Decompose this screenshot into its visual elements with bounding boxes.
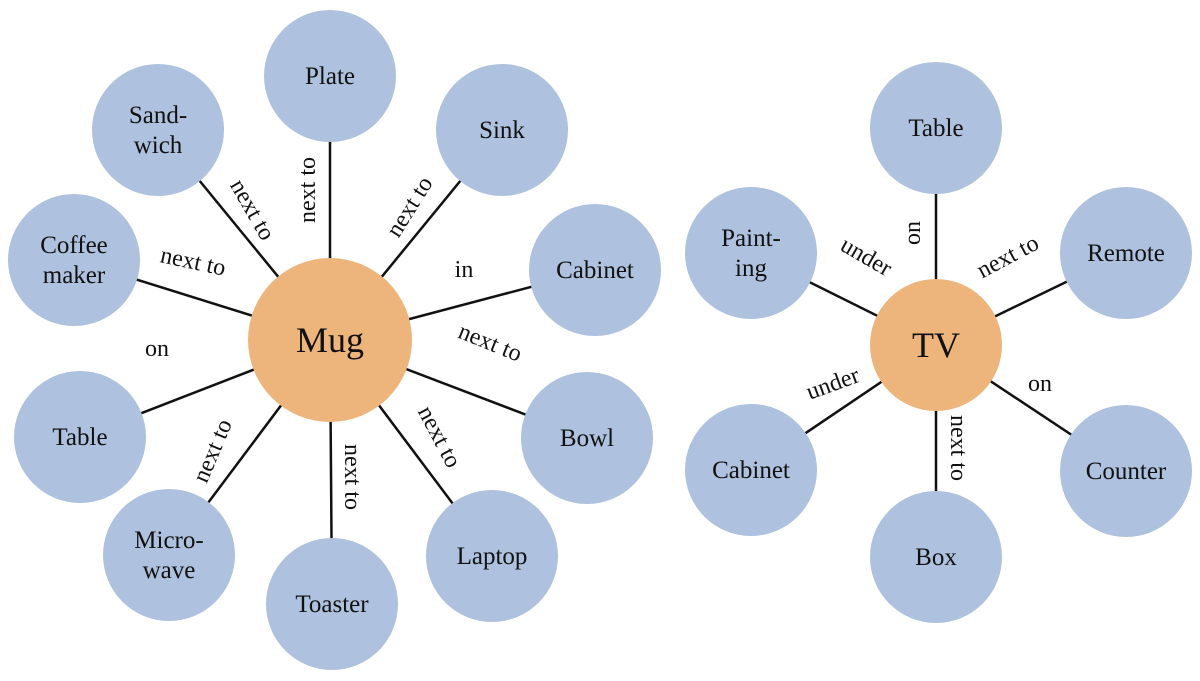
center-node-circle	[248, 258, 412, 422]
node-label: Remote	[1087, 240, 1165, 267]
center-node-label: TV	[912, 325, 960, 365]
node-circle	[103, 489, 235, 621]
node-mug-table: Table	[14, 371, 146, 503]
nodes-layer: PlateSinkCabinetBowlLaptopToasterMicro-w…	[8, 10, 1192, 670]
node-circle	[426, 490, 558, 622]
center-node-label: Mug	[296, 320, 364, 360]
edge-label-mug-cabinet: in	[455, 257, 474, 283]
node-circle	[264, 10, 396, 142]
node-circle	[14, 371, 146, 503]
node-mug-sink: Sink	[436, 64, 568, 196]
node-circle	[1060, 187, 1192, 319]
node-label: Table	[52, 424, 107, 451]
edge-label-mug-plate: next to	[295, 157, 321, 223]
node-label: Paint-ing	[721, 225, 781, 282]
node-label: Box	[915, 544, 957, 571]
node-label: Bowl	[560, 425, 614, 452]
node-circle	[685, 187, 817, 319]
node-label: Table	[908, 115, 963, 142]
node-mug-toaster: Toaster	[266, 538, 398, 670]
center-node-mug: Mug	[248, 258, 412, 422]
node-mug-bowl: Bowl	[521, 372, 653, 504]
node-circle	[92, 64, 224, 196]
node-circle	[521, 372, 653, 504]
node-circle	[8, 194, 140, 326]
node-label: Counter	[1086, 458, 1167, 485]
node-circle	[685, 404, 817, 536]
node-label: Sand-wich	[129, 102, 187, 159]
node-tv-box: Box	[870, 491, 1002, 623]
node-circle	[266, 538, 398, 670]
center-node-circle	[870, 279, 1002, 411]
node-label: Cabinet	[556, 257, 634, 284]
center-node-tv: TV	[870, 279, 1002, 411]
edge-label-tv-box: next to	[945, 415, 971, 481]
node-tv-counter: Counter	[1060, 405, 1192, 537]
node-circle	[870, 62, 1002, 194]
node-tv-paint-ing: Paint-ing	[685, 187, 817, 319]
node-circle	[870, 491, 1002, 623]
node-mug-plate: Plate	[264, 10, 396, 142]
node-tv-cabinet: Cabinet	[685, 404, 817, 536]
node-label: Sink	[479, 117, 525, 144]
edge-label-mug-table: on	[145, 336, 169, 362]
node-circle	[436, 64, 568, 196]
node-mug-sand-wich: Sand-wich	[92, 64, 224, 196]
node-label: Cabinet	[712, 457, 790, 484]
node-label: Laptop	[457, 543, 528, 570]
node-tv-table: Table	[870, 62, 1002, 194]
node-label: Plate	[305, 63, 355, 90]
node-mug-laptop: Laptop	[426, 490, 558, 622]
node-circle	[529, 204, 661, 336]
node-circle	[1060, 405, 1192, 537]
node-tv-remote: Remote	[1060, 187, 1192, 319]
edge-label-tv-table: on	[900, 221, 926, 245]
edge-label-tv-counter: on	[1028, 371, 1052, 397]
edge-label-mug-toaster: next to	[339, 444, 365, 510]
node-label: Micro-wave	[134, 527, 203, 584]
node-mug-cabinet: Cabinet	[529, 204, 661, 336]
node-mug-micro-wave: Micro-wave	[103, 489, 235, 621]
node-label: Toaster	[295, 591, 369, 618]
